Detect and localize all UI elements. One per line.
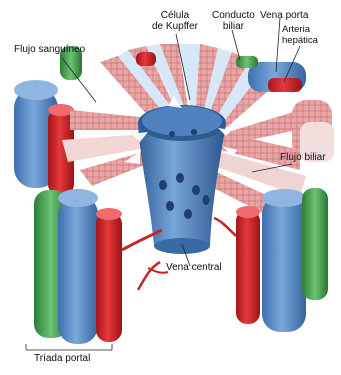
portal-triad-front-left — [34, 189, 168, 344]
kupffer-line-2: de Kupffer — [152, 21, 198, 32]
central-vein-label: Vena central — [166, 262, 222, 273]
portal-triad-front-right — [214, 188, 328, 332]
portal-triad-left — [14, 80, 74, 196]
hepatic-artery-label: Arteria hepática — [282, 24, 318, 46]
central-vein — [138, 105, 226, 254]
bile-duct-line-1: Conducto — [212, 10, 255, 21]
portal-triad-label: Tríada portal — [34, 353, 90, 364]
bile-duct-label: Conducto biliar — [212, 10, 255, 32]
portal-vein-label: Vena porta — [260, 10, 308, 21]
blood-flow-label: Flujo sanguíneo — [14, 44, 85, 55]
hepatic-artery-line-1: Arteria — [282, 24, 318, 35]
bile-duct-line-2: biliar — [212, 21, 255, 32]
kupffer-cell-label: Célula de Kupffer — [152, 10, 198, 32]
hepatic-artery-line-2: hepática — [282, 35, 318, 46]
kupffer-line-1: Célula — [152, 10, 198, 21]
bile-flow-label: Flujo biliar — [280, 152, 326, 163]
